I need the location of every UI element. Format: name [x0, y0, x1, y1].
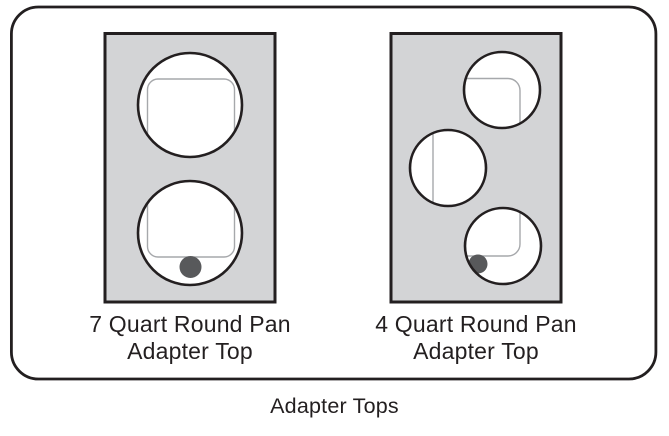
figure-caption: Adapter Tops — [270, 394, 399, 418]
label-7qt-line1: 7 Quart Round Pan — [89, 311, 291, 337]
label-7qt: 7 Quart Round Pan Adapter Top — [60, 311, 320, 365]
hole-rim-4qt-middle — [408, 128, 488, 208]
label-7qt-line2: Adapter Top — [127, 338, 253, 364]
figure-border — [9, 5, 658, 381]
panel-7qt — [103, 32, 277, 304]
locator-dot-7qt — [179, 256, 202, 278]
hole-rim-7qt-bottom — [136, 179, 244, 287]
panel-4qt — [389, 32, 563, 304]
hole-rim-4qt-bottom — [463, 206, 543, 286]
label-4qt-line2: Adapter Top — [413, 338, 539, 364]
label-4qt-line1: 4 Quart Round Pan — [375, 311, 577, 337]
hole-rim-4qt-top — [462, 50, 542, 130]
label-4qt: 4 Quart Round Pan Adapter Top — [346, 311, 606, 365]
hole-rim-7qt-top — [136, 51, 244, 159]
